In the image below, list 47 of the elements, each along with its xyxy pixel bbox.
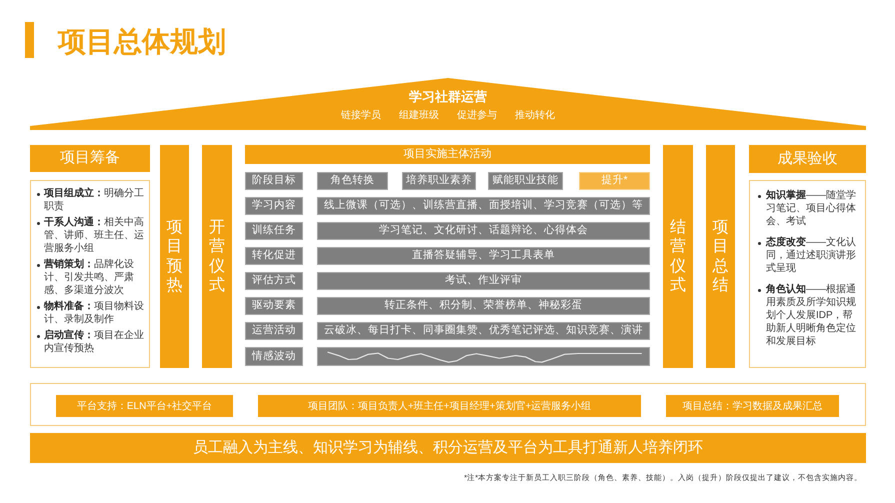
list-item: 启动宣传：项目在企业内宣传预热 bbox=[44, 329, 145, 355]
roof-item: 链接学员 bbox=[341, 109, 381, 122]
content-bar: 线上微课（可选）、训练营直播、面授培训、学习竞赛（可选）等 bbox=[317, 197, 650, 215]
content-bar: 学习笔记、文化研讨、话题辩论、心得体会 bbox=[317, 222, 650, 240]
roof-item: 促进参与 bbox=[457, 109, 497, 122]
highlight-bar: 提升* bbox=[579, 172, 650, 190]
list-item: 干系人沟通：相关中高管、讲师、班主任、运营服务小组 bbox=[44, 216, 145, 255]
list-item: 角色认知——根据通用素质及所学知识规划个人发展IDP，帮助新人明晰角色定位和发展目标 bbox=[766, 283, 857, 348]
stage-bar: 项目总结 bbox=[706, 145, 735, 368]
row-label: 阶段目标 bbox=[245, 172, 303, 190]
roof-title: 学习社群运营 bbox=[408, 89, 488, 105]
section-header: 项目实施主体活动 bbox=[245, 145, 650, 164]
section-header: 成果验收 bbox=[749, 145, 866, 173]
row-label: 情感波动 bbox=[245, 347, 303, 366]
content-bar: 云破冰、每日打卡、同事圈集赞、优秀笔记评选、知识竞赛、演讲 bbox=[317, 322, 650, 340]
chart-panel bbox=[317, 347, 650, 366]
list-item: 知识掌握——随堂学习笔记、项目心得体会、考试 bbox=[766, 189, 857, 228]
row-label: 驱动要素 bbox=[245, 297, 303, 315]
content-bar: 考试、作业评审 bbox=[317, 272, 650, 290]
stage-bar: 项目预热 bbox=[160, 145, 189, 368]
text-panel bbox=[749, 180, 866, 368]
row-label: 训练任务 bbox=[245, 222, 303, 240]
info-bar: 项目总结：学习数据及成果汇总 bbox=[666, 395, 839, 417]
info-bar: 平台支持：ELN平台+社交平台 bbox=[56, 395, 233, 417]
list-item: 态度改变——文化认同，通过述职演讲形式呈现 bbox=[766, 236, 857, 275]
roof-item: 推动转化 bbox=[515, 109, 555, 122]
content-bar: 转正条件、积分制、荣誉榜单、神秘彩蛋 bbox=[317, 297, 650, 315]
framed-panel bbox=[30, 383, 866, 426]
content-bar: 赋能职业技能 bbox=[488, 172, 563, 190]
list-item: 物料准备：项目物料设计、录制及制作 bbox=[44, 300, 145, 326]
info-bar: 项目团队：项目负责人+班主任+项目经理+策划官+运营服务小组 bbox=[258, 395, 641, 417]
content-bar: 培养职业素养 bbox=[402, 172, 476, 190]
content-bar: 角色转换 bbox=[317, 172, 388, 190]
page-title: 项目总体规划 bbox=[58, 25, 226, 59]
text-panel bbox=[30, 180, 150, 368]
content-bar: 直播答疑辅导、学习工具表单 bbox=[317, 247, 650, 265]
list-item: 营销策划：品牌化设计、引发共鸣、严肃感、多渠道分波次 bbox=[44, 258, 135, 297]
stage-bar: 结营仪式 bbox=[663, 145, 693, 368]
summary-banner: 员工融入为主线、知识学习为辅线、积分运营及平台为工具打通新人培养闭环 bbox=[30, 433, 866, 463]
row-label: 转化促进 bbox=[245, 247, 303, 265]
list-item: 项目组成立：明确分工职责 bbox=[44, 187, 145, 213]
row-label: 学习内容 bbox=[245, 197, 303, 215]
row-label: 运营活动 bbox=[245, 322, 303, 340]
stage-bar: 开营仪式 bbox=[202, 145, 232, 368]
roof-item: 组建班级 bbox=[399, 109, 439, 122]
row-label: 评估方式 bbox=[245, 272, 303, 290]
section-header: 项目筹备 bbox=[30, 145, 150, 172]
